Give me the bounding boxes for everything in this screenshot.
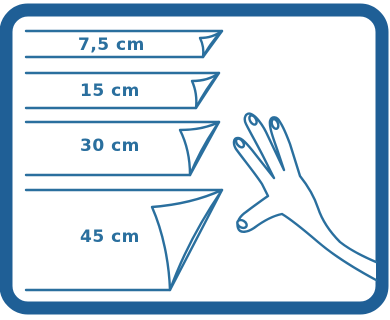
sheet-label-45-cm: 45 cm (80, 227, 140, 247)
sheet-label-30-cm: 30 cm (80, 136, 140, 156)
sheet-label-15-cm: 15 cm (80, 81, 140, 101)
sheet-label-7-5-cm: 7,5 cm (78, 35, 145, 55)
